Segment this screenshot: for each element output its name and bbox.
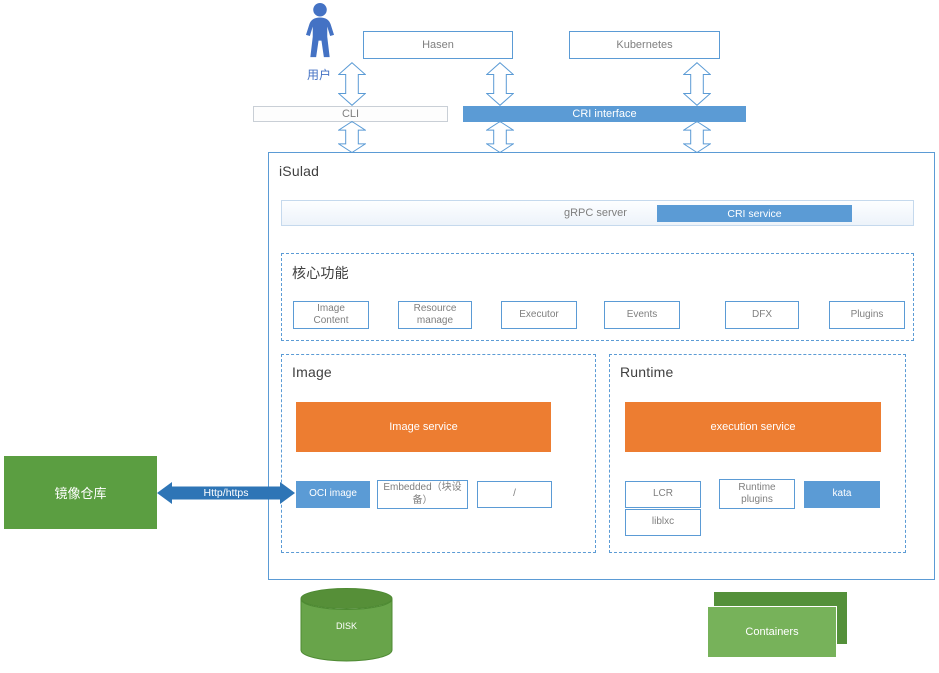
image-service-bar: Image service [296, 402, 551, 452]
containers-box: Containers [707, 606, 837, 658]
cli-label: CLI [341, 108, 360, 120]
slash-box: / [477, 481, 552, 508]
cri-interface-bar: CRI interface [463, 106, 746, 122]
arrow-cri-to-isulad-right-icon [683, 121, 711, 153]
kata-label: kata [832, 488, 852, 500]
core-item-plugins: Plugins [829, 301, 905, 329]
runtime-plugins-label: Runtime plugins [738, 481, 776, 506]
cri-interface-label: CRI interface [572, 108, 637, 120]
core-item-dfx: DFX [725, 301, 799, 329]
grpc-server-bar: gRPC server CRI service [281, 200, 914, 226]
slash-label: / [513, 488, 516, 500]
cri-service-box: CRI service [657, 205, 852, 222]
core-item-image-content-label: Image Content [313, 302, 349, 327]
embedded-box: Embedded（块设备） [377, 480, 468, 509]
embedded-label: Embedded（块设备） [383, 482, 462, 506]
hasen-box: Hasen [363, 31, 513, 59]
isulad-title: iSulad [279, 163, 320, 179]
runtime-section-title: Runtime [620, 364, 674, 380]
runtime-plugins-box: Runtime plugins [719, 479, 795, 509]
core-item-dfx-label: DFX [752, 308, 772, 320]
cli-bar: CLI [253, 106, 448, 122]
arrow-cri-to-isulad-left-icon [486, 121, 514, 153]
core-item-executor: Executor [501, 301, 577, 329]
disk-cylinder: DISK [299, 587, 394, 663]
oci-image-label: OCI image [309, 488, 357, 500]
user-label: 用户 [307, 68, 332, 82]
http-https-connector: Http/https [157, 482, 295, 504]
user-icon [305, 2, 335, 58]
arrow-hasen-to-cri-icon [486, 62, 514, 106]
http-https-label: Http/https [203, 487, 249, 499]
image-section-title: Image [292, 364, 332, 380]
execution-service-label: execution service [710, 421, 796, 433]
core-functions-panel: 核心功能 Image Content Resource manage Execu… [281, 253, 914, 341]
image-section-panel: Image Image service OCI image Embedded（块… [281, 354, 596, 553]
arrow-kubernetes-to-cri-icon [683, 62, 711, 106]
core-item-image-content: Image Content [293, 301, 369, 329]
core-item-resource-manage-label: Resource manage [413, 302, 457, 327]
core-item-resource-manage: Resource manage [398, 301, 472, 329]
grpc-server-label: gRPC server [564, 207, 627, 219]
arrow-user-to-cli-icon [338, 62, 366, 106]
runtime-section-panel: Runtime execution service LCR Runtime pl… [609, 354, 906, 553]
core-item-events-label: Events [626, 308, 658, 320]
isulad-panel: iSulad gRPC server CRI service 核心功能 Imag… [268, 152, 935, 580]
image-service-label: Image service [389, 421, 458, 433]
core-item-executor-label: Executor [519, 308, 559, 320]
disk-label: DISK [335, 621, 357, 631]
kubernetes-box: Kubernetes [569, 31, 720, 59]
core-item-events: Events [604, 301, 680, 329]
image-registry-box: 镜像仓库 [4, 456, 157, 529]
kubernetes-label: Kubernetes [616, 39, 673, 51]
image-registry-label: 镜像仓库 [54, 486, 107, 501]
liblxc-label: liblxc [651, 516, 675, 528]
containers-label: Containers [745, 626, 799, 638]
lcr-label: LCR [652, 488, 673, 500]
oci-image-box: OCI image [296, 481, 370, 508]
disk-cylinder-icon [300, 588, 393, 662]
liblxc-box: liblxc [625, 509, 701, 536]
kata-box: kata [804, 481, 880, 508]
execution-service-bar: execution service [625, 402, 881, 452]
lcr-box: LCR [625, 481, 701, 508]
hasen-label: Hasen [422, 39, 454, 51]
core-functions-title: 核心功能 [292, 265, 349, 281]
arrow-cli-to-isulad-icon [338, 121, 366, 153]
http-https-arrow-icon [157, 482, 295, 504]
core-item-plugins-label: Plugins [850, 308, 884, 320]
